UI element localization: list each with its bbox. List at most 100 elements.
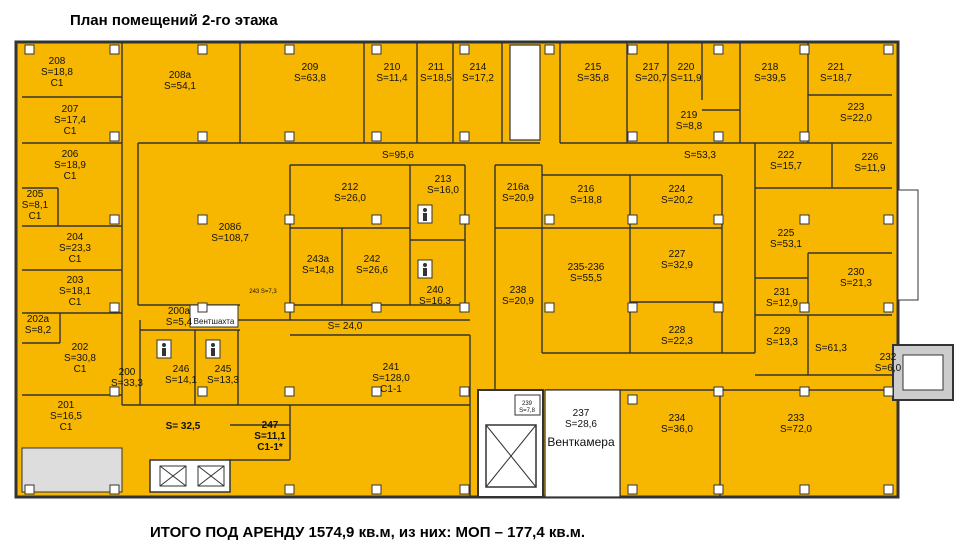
room-237-cls: Венткамера: [547, 435, 615, 449]
room-239-number: 239: [522, 401, 533, 407]
room-205-cls: С1: [29, 211, 42, 222]
room-247-cls: С1-1*: [257, 442, 283, 453]
room-237-box: [544, 389, 621, 498]
room-201-num: 201: [58, 400, 75, 411]
room-243a-area: S=14,8: [302, 265, 334, 276]
room-219-area: S=8,8: [676, 121, 703, 132]
room-231-area: S=12,9: [766, 298, 798, 309]
room-228-area: S=22,3: [661, 336, 693, 347]
room-229-area: S=13,3: [766, 337, 798, 348]
room-235-num: 235-236: [568, 262, 605, 273]
room-209-num: 209: [302, 62, 319, 73]
room-208a-num: 208а: [169, 70, 192, 81]
room-245-area: S=13,3: [207, 375, 239, 386]
room-243a-num: 243а: [307, 254, 330, 265]
room-221-num: 221: [828, 62, 845, 73]
room-241-cls: С1-1: [380, 384, 402, 395]
room-200a-area: S=5,4: [166, 317, 193, 328]
room-202-area: S=30,8: [64, 353, 96, 364]
room-227-area: S=32,9: [661, 260, 693, 271]
room-234-area: S=36,0: [661, 424, 693, 435]
room-211-area: S=18,5: [420, 73, 452, 84]
elevator-icon: [197, 465, 225, 487]
room-202-cls: С1: [74, 364, 87, 375]
room-208-cls: С1: [51, 78, 64, 89]
room-217-area: S=20,7: [635, 73, 667, 84]
room-232-num: 232: [880, 352, 897, 363]
room-200-area: S=33,3: [111, 378, 143, 389]
room-207-num: 207: [62, 104, 79, 115]
room-239-area: S=7,8: [519, 408, 536, 414]
room-239: [514, 394, 541, 416]
room-225-num: 225: [778, 228, 795, 239]
elevator-icon: [159, 465, 187, 487]
room-242-area: S=26,6: [356, 265, 388, 276]
room-corr-area: S=95,6: [382, 150, 414, 161]
room-212-area: S=26,0: [334, 193, 366, 204]
room-206-cls: С1: [64, 171, 77, 182]
room-204-area: S=23,3: [59, 243, 91, 254]
room-220-num: 220: [678, 62, 695, 73]
toilet-icon: [417, 259, 433, 279]
total-area-summary: ИТОГО ПОД АРЕНДУ 1574,9 кв.м, из них: МО…: [150, 524, 586, 541]
room-223-num: 223: [848, 102, 865, 113]
room-212-num: 212: [342, 182, 359, 193]
room-200-num: 200: [119, 367, 136, 378]
room-227-num: 227: [669, 249, 686, 260]
room-216-num: 216: [578, 184, 595, 195]
room-240-num: 240: [427, 285, 444, 296]
room-230-num: 230: [848, 267, 865, 278]
room-208-num: 208: [49, 56, 66, 67]
elevator-block-left: [149, 459, 231, 493]
room-203-cls: С1: [69, 297, 82, 308]
room-231-num: 231: [774, 287, 791, 298]
room-207-cls: С1: [64, 126, 77, 137]
room-201-cls: С1: [60, 422, 73, 433]
room-210-area: S=11,4: [376, 73, 408, 84]
room-235-area: S=55,5: [570, 273, 602, 284]
room-203-num: 203: [67, 275, 84, 286]
room-238-num: 238: [510, 285, 527, 296]
room-230-area: S=21,3: [840, 278, 872, 289]
room-246-area: S=14,1: [165, 375, 197, 386]
room-corr3-area: S= 24,0: [328, 321, 363, 332]
room-205-area: S=8,1: [22, 200, 49, 211]
room-233-num: 233: [788, 413, 805, 424]
room-206-num: 206: [62, 149, 79, 160]
room-237-area: S=28,6: [565, 419, 597, 430]
room-243-label: 243 S=7,3: [249, 289, 277, 295]
room-238-area: S=20,9: [502, 296, 534, 307]
room-208a-area: S=54,1: [164, 81, 196, 92]
room-215-num: 215: [585, 62, 602, 73]
stairs-icon: [509, 44, 541, 141]
room-222-num: 222: [778, 150, 795, 161]
room-216a-num: 216а: [507, 182, 530, 193]
room-hall-area: S= 32,5: [166, 421, 201, 432]
room-219-num: 219: [681, 110, 698, 121]
vent-shaft-label: Вентшахта: [194, 317, 235, 326]
column-icons: [24, 44, 894, 495]
room-228-num: 228: [669, 325, 686, 336]
room-237-num: 237: [573, 408, 590, 419]
room-224-num: 224: [669, 184, 686, 195]
room-242-num: 242: [364, 254, 381, 265]
room-216a-area: S=20,9: [502, 193, 534, 204]
room-202a-num: 202а: [27, 314, 50, 325]
room-207-area: S=17,4: [54, 115, 86, 126]
building-outline: [14, 40, 900, 499]
room-200a-num: 200а: [168, 306, 191, 317]
room-202a-area: S=8,2: [25, 325, 52, 336]
room-206-area: S=18,9: [54, 160, 86, 171]
room-245-num: 245: [215, 364, 232, 375]
toilet-icon: [417, 204, 433, 224]
page-title: План помещений 2-го этажа: [70, 12, 278, 29]
room-211-num: 211: [428, 62, 444, 73]
room-226-num: 226: [862, 152, 879, 163]
room-216-area: S=18,8: [570, 195, 602, 206]
room-232-area: S=6,0: [875, 363, 902, 374]
room-209-area: S=63,8: [294, 73, 326, 84]
room-218-area: S=39,5: [754, 73, 786, 84]
room-221-area: S=18,7: [820, 73, 852, 84]
room-229-num: 229: [774, 326, 791, 337]
